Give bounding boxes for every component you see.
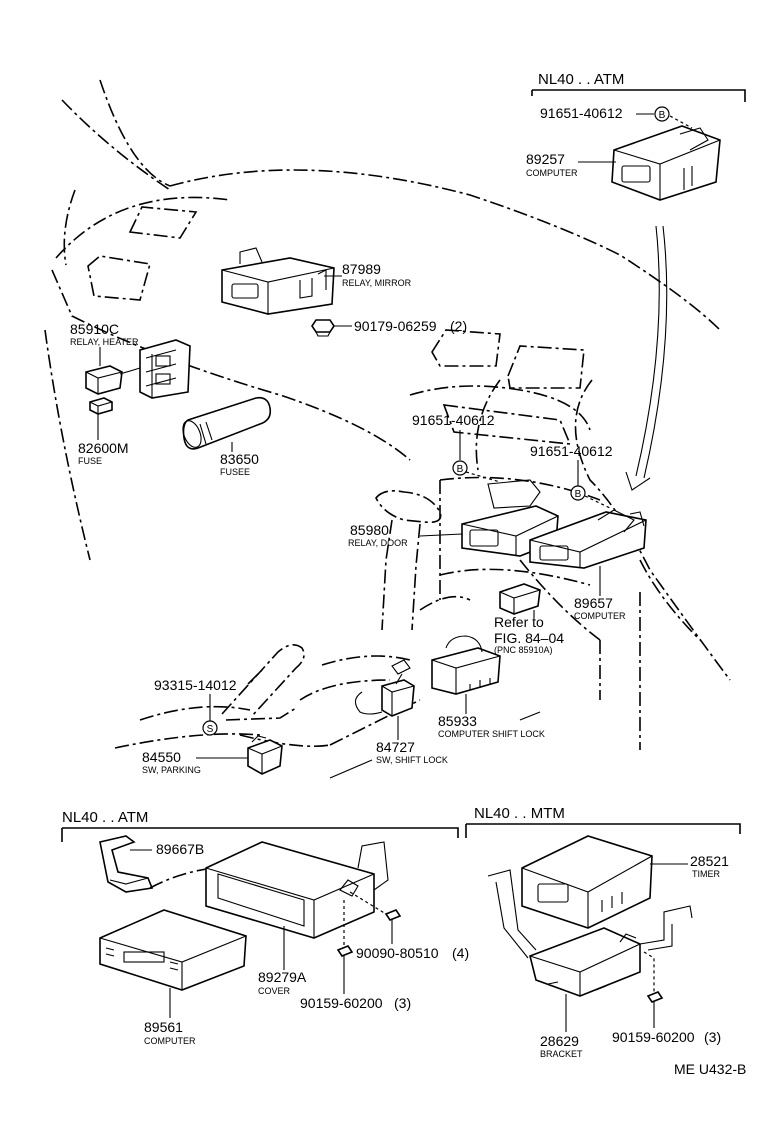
nut-90179 (311, 319, 335, 337)
refer-pnc: (PNC 85910A) (494, 645, 553, 655)
computer-89257 (611, 125, 721, 201)
bolt-symbol-b-top (654, 106, 670, 122)
relay-block (139, 339, 191, 399)
part-number-83650: 83650 (220, 451, 259, 467)
part-name-82600M: FUSE (78, 456, 102, 466)
part-number-89279A: 89279A (258, 969, 307, 985)
dash-vents (87, 206, 585, 445)
part-number-85933: 85933 (438, 713, 477, 729)
screw-90159-right (646, 991, 664, 1014)
part-number-89657: 89657 (574, 595, 613, 611)
bolt-symbol-b-mid1 (452, 460, 468, 476)
part-number-85910C: 85910C (70, 321, 119, 337)
svg-text:B: B (457, 464, 464, 475)
part-name-85980: RELAY, DOOR (348, 538, 408, 548)
bolt-symbol-b-mid2 (570, 485, 586, 501)
part-number-90179: 90179-06259 (354, 318, 437, 334)
part-number-28521: 28521 (690, 853, 729, 869)
part-number-91651-top: 91651-40612 (540, 105, 623, 121)
part-number-91651-mid2: 91651-40612 (530, 443, 613, 459)
part-name-87989: RELAY, MIRROR (342, 278, 412, 288)
relay-85910A (499, 583, 541, 615)
part-name-84727: SW, SHIFT LOCK (376, 755, 448, 765)
part-number-84550: 84550 (142, 749, 181, 765)
computer-89657 (529, 509, 647, 569)
group-label-bottom-right: NL40 . . MTM (474, 805, 565, 822)
group-top-right: NL40 . . ATM (531, 71, 746, 102)
fusee-83650 (182, 396, 272, 450)
part-number-87989: 87989 (342, 261, 381, 277)
part-qty-90179: (2) (450, 318, 467, 334)
bracket-28629 (487, 869, 693, 997)
part-qty-90159-right: (3) (704, 1029, 721, 1045)
part-name-85933: COMPUTER SHIFT LOCK (438, 729, 545, 739)
part-number-89667B: 89667B (156, 841, 204, 857)
refer-line1: Refer to (494, 614, 544, 630)
svg-text:B: B (659, 110, 666, 121)
part-number-91651-mid1: 91651-40612 (412, 412, 495, 428)
dashboard-outline (44, 79, 731, 750)
cover-89279A (205, 841, 389, 939)
part-name-89257: COMPUTER (526, 168, 578, 178)
part-qty-90090: (4) (452, 945, 469, 961)
arrow-89257-to-89657 (625, 225, 668, 491)
part-number-89257: 89257 (526, 151, 565, 167)
part-number-28629: 28629 (540, 1033, 579, 1049)
group-label-top-right: NL40 . . ATM (538, 71, 624, 88)
relay-heater-85910C (85, 365, 123, 395)
part-name-83650: FUSEE (220, 467, 250, 477)
part-name-28521: TIMER (692, 869, 720, 879)
part-number-82600M: 82600M (78, 440, 129, 456)
relay-mirror-87989 (221, 247, 335, 315)
part-name-28629: BRACKET (540, 1049, 583, 1059)
switch-shift-lock-84727 (354, 659, 415, 717)
shift-knob (375, 490, 442, 631)
part-number-93315: 93315-14012 (154, 677, 237, 693)
fuse-82600M (89, 397, 113, 415)
screw-90159-left (336, 945, 354, 968)
switch-parking-84550 (247, 735, 283, 775)
screw-symbol-s (202, 720, 218, 736)
svg-text:B: B (575, 489, 582, 500)
part-number-90159-left: 90159-60200 (300, 995, 383, 1011)
part-number-89561: 89561 (144, 1019, 183, 1035)
part-qty-90159-left: (3) (394, 995, 411, 1011)
part-number-90090: 90090-80510 (356, 945, 439, 961)
part-name-84550: SW, PARKING (142, 765, 201, 775)
screw-90090 (384, 909, 402, 934)
part-name-89279A: COVER (258, 986, 291, 996)
part-number-90159-right: 90159-60200 (612, 1029, 695, 1045)
part-number-84727: 84727 (376, 739, 415, 755)
part-number-85980: 85980 (350, 522, 389, 538)
parking-brake-lever (221, 644, 305, 721)
refer-line2: FIG. 84–04 (494, 630, 564, 646)
part-name-85910C: RELAY, HEATER (70, 337, 139, 347)
part-name-89561: COMPUTER (144, 1036, 196, 1046)
svg-text:S: S (207, 724, 214, 735)
part-name-89657: COMPUTER (574, 611, 626, 621)
computer-shift-lock-85933 (431, 635, 501, 695)
drawing-code: ME U432-B (674, 1061, 746, 1077)
timer-28521 (521, 835, 653, 929)
group-label-bottom-left: NL40 . . ATM (62, 809, 148, 826)
computer-89561 (99, 909, 247, 991)
bracket-89667B (99, 835, 154, 893)
